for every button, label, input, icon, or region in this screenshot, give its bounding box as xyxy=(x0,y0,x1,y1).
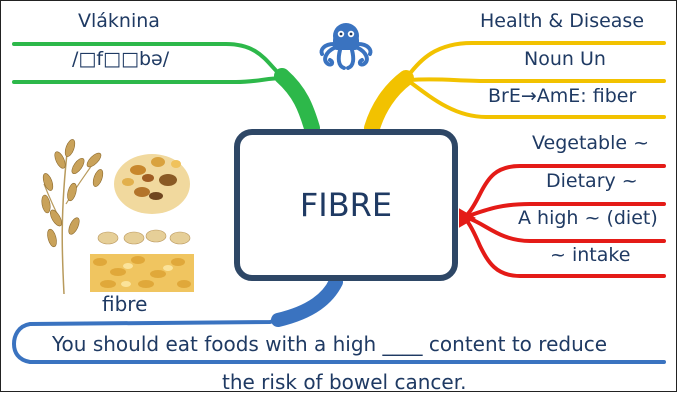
right-top-item-word-class: Noun Un xyxy=(524,48,606,70)
yellow-branch xyxy=(364,41,666,136)
octopus-logo-icon xyxy=(319,23,373,70)
left-branch-item-translation: Vláknina xyxy=(78,10,160,32)
oats-illustration xyxy=(41,139,104,295)
fibre-foods-illustration xyxy=(41,139,194,295)
image-caption: fibre xyxy=(102,292,148,316)
right-bottom-item-collocation-2: Dietary ~ xyxy=(546,170,638,192)
right-bottom-item-collocation-4: ~ intake xyxy=(550,244,631,266)
blue-branch xyxy=(11,275,666,364)
center-word-box: FIBRE xyxy=(234,129,458,281)
center-word: FIBRE xyxy=(299,186,393,224)
flakes-illustration xyxy=(90,254,194,292)
right-top-item-spelling: BrE→AmE: fiber xyxy=(488,85,637,107)
right-bottom-item-collocation-1: Vegetable ~ xyxy=(532,132,650,154)
example-sentence-line-1: You should eat foods with a high ____ co… xyxy=(52,332,608,356)
right-top-item-topic: Health & Disease xyxy=(480,10,645,32)
green-branch xyxy=(12,42,320,136)
nuts-illustration xyxy=(114,154,190,214)
right-bottom-item-collocation-3: A high ~ (diet) xyxy=(518,207,658,229)
example-sentence-line-2: the risk of bowel cancer. xyxy=(222,370,467,394)
left-branch-item-pronunciation: /□f□□bə/ xyxy=(72,48,170,70)
oat-flakes-row-illustration xyxy=(97,229,191,245)
red-branch xyxy=(459,164,666,278)
